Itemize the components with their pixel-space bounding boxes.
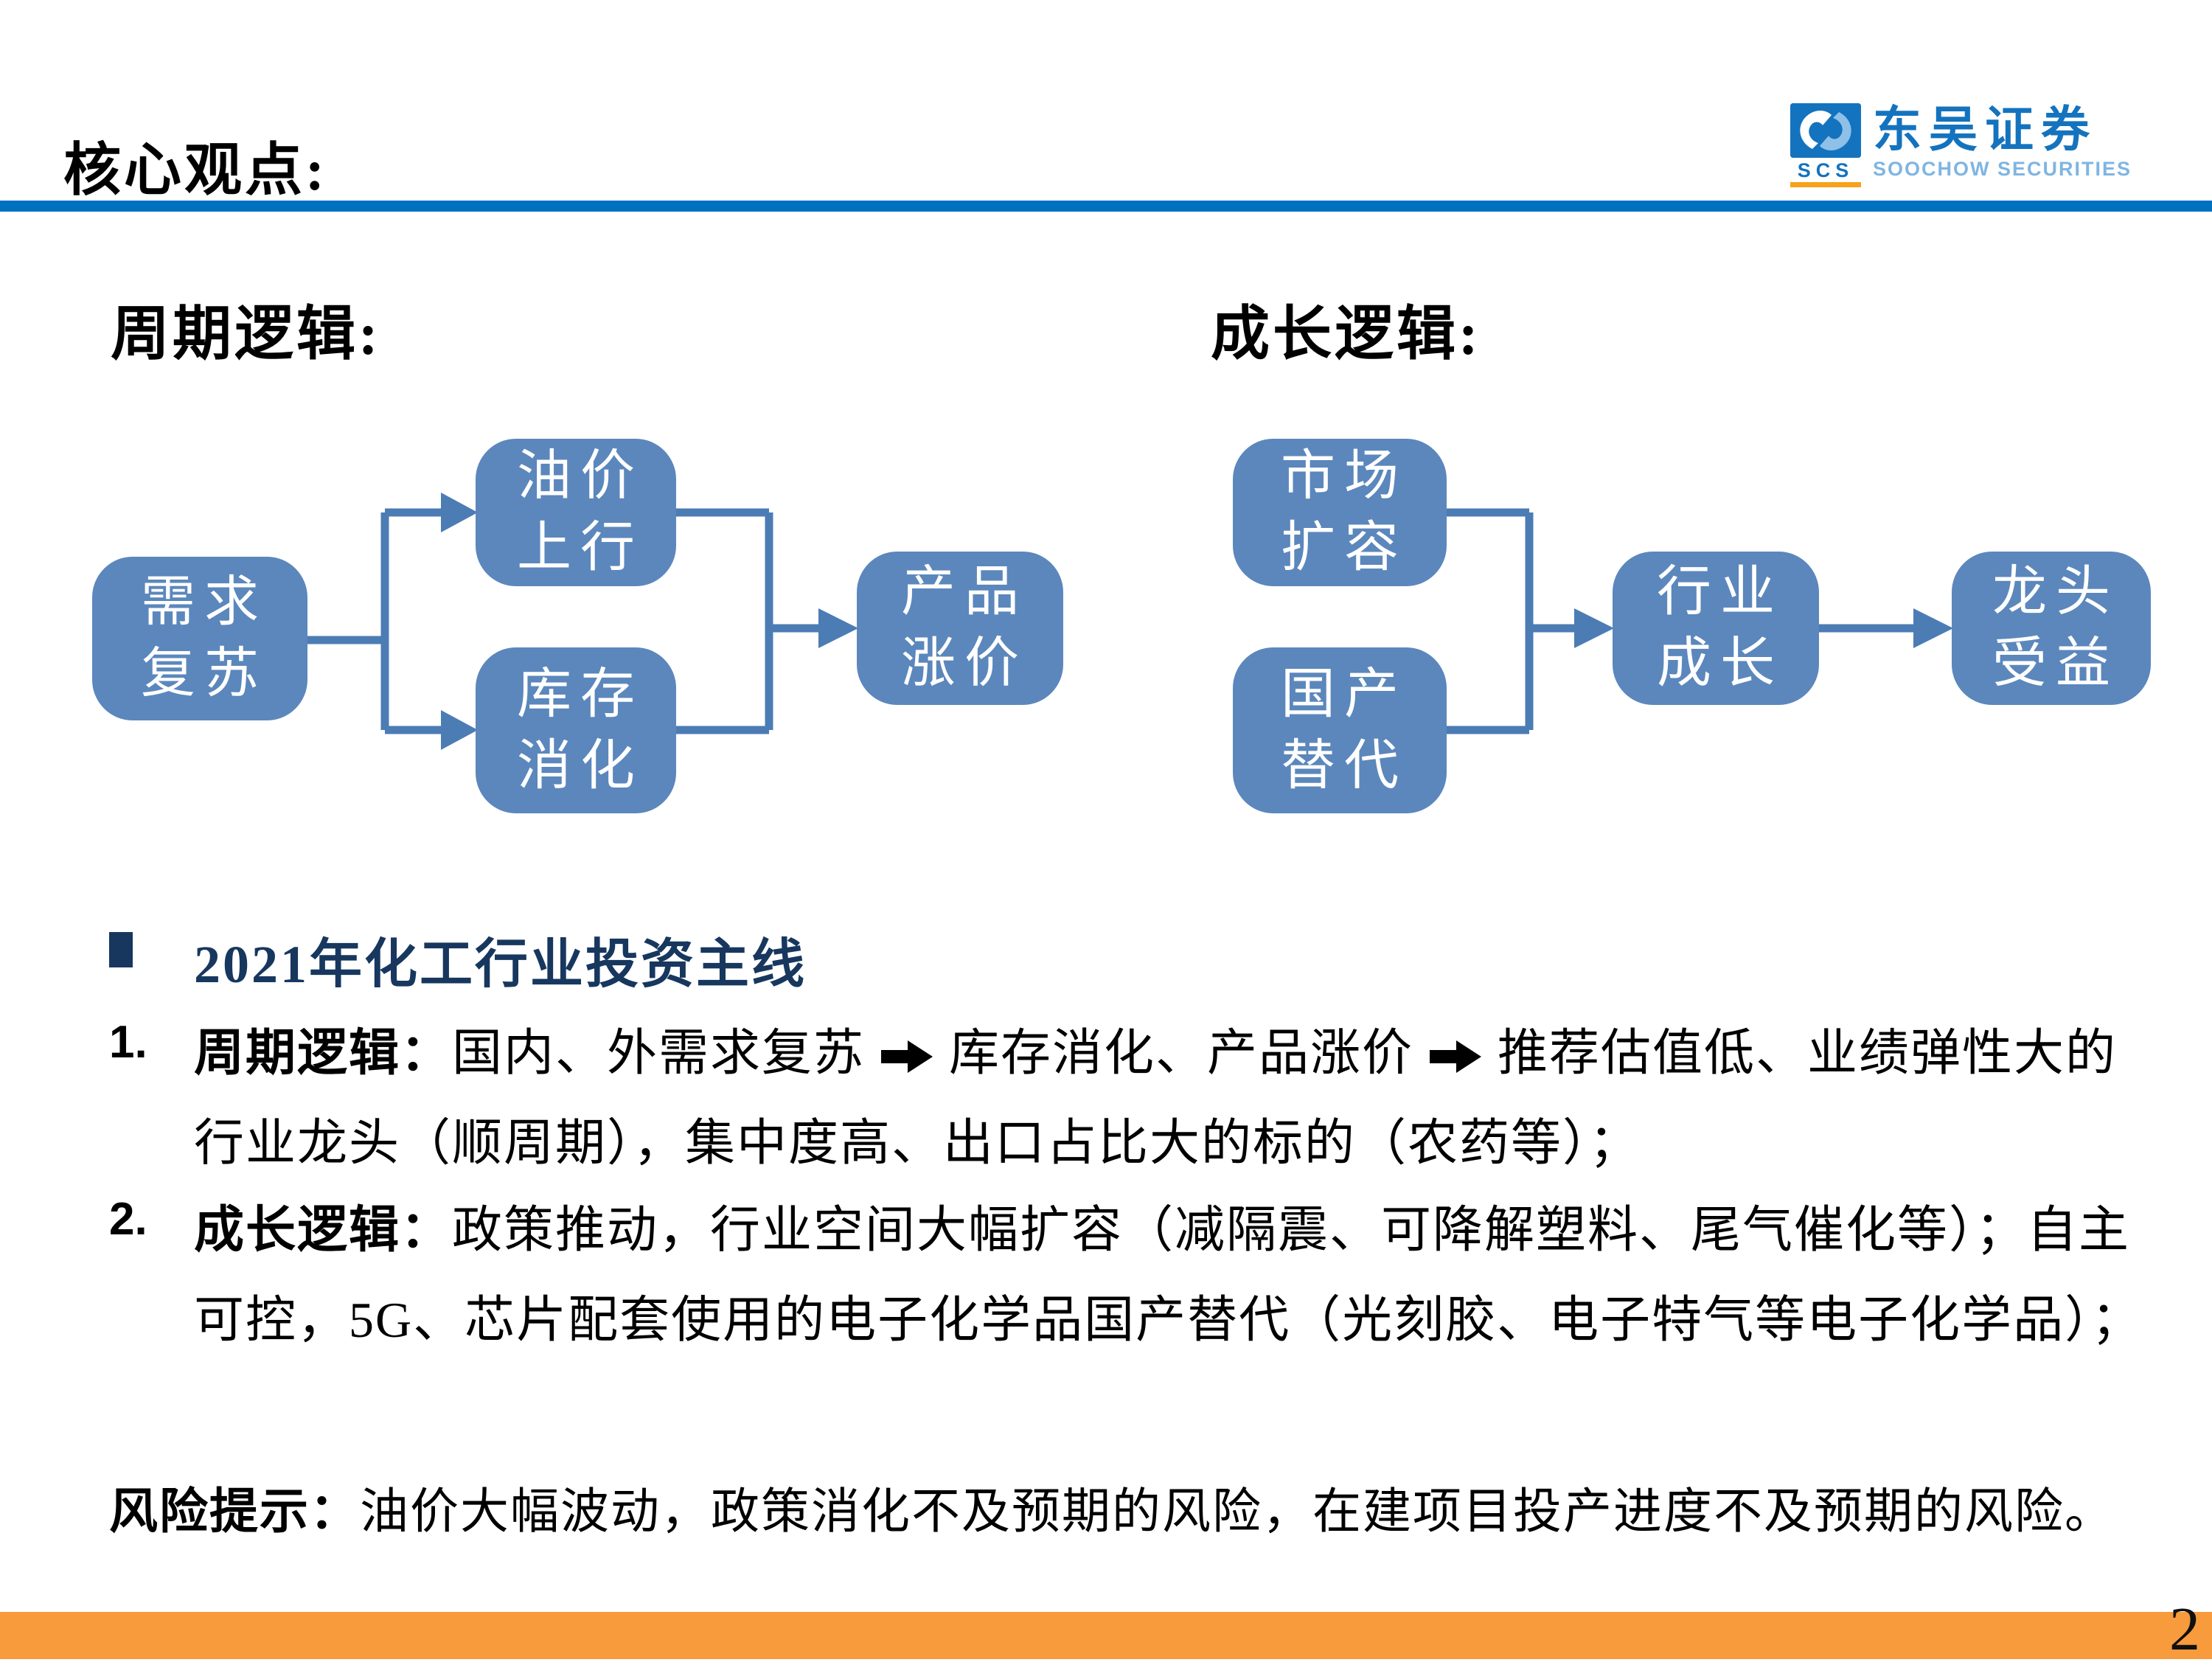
flow-box-label: 受益 [1992, 633, 2119, 694]
logo-mark: SCS [1790, 103, 1861, 187]
section-heading: 2021年化工行业投资主线 [194, 935, 807, 994]
logo-orange-underline [1790, 182, 1861, 187]
flow-box-industry-growth: 行业 成长 [1613, 552, 1819, 705]
logo-name-chinese: 东吴证券 [1873, 102, 2097, 156]
flow-box-oil-price-up: 油价 上行 [476, 439, 676, 586]
logo-scs-text: SCS [1797, 159, 1854, 181]
flow-box-label: 扩容 [1281, 518, 1408, 578]
flow-box-label: 复苏 [141, 644, 268, 704]
flow-box-label: 涨价 [901, 633, 1028, 694]
risk-warning-text: 油价大幅波动，政策消化不及预期的风险，在建项目投产进度不及预期的风险。 [360, 1485, 2115, 1539]
section-bullet-square [109, 932, 133, 967]
item-text: 可控，5G、芯片配套使用的电子化学品国产替代（光刻胶、电子特气等电子化学品）； [194, 1292, 2143, 1348]
flow-box-label: 库存 [517, 664, 644, 725]
header-divider [0, 201, 2212, 212]
flow-box-label: 消化 [517, 735, 644, 796]
page-title: 核心观点: [63, 138, 327, 202]
soochow-securities-logo: SCS 东吴证券 SOOCHOW SECURITIES [1790, 103, 2132, 187]
flow-box-label: 需求 [141, 572, 268, 633]
flowchart-connectors [307, 493, 1953, 750]
item-lead-label: 成长逻辑： [194, 1202, 453, 1258]
item-text: 库存消化、产品涨价 [949, 1025, 1414, 1081]
risk-warning: 风险提示：油价大幅波动，政策消化不及预期的风险，在建项目投产进度不及预期的风险。 [109, 1472, 2115, 1543]
right-arrow-icon [881, 1040, 933, 1073]
item-text: 推荐估值低、业绩弹性大的 [1498, 1025, 2118, 1081]
cycle-logic-heading: 周期逻辑: [111, 302, 381, 367]
item-text: 国内、外需求复苏 [452, 1025, 866, 1081]
logo-swirl-icon [1790, 103, 1861, 158]
flow-box-market-expansion: 市场 扩容 [1233, 439, 1447, 586]
flow-box-label: 市场 [1281, 446, 1408, 507]
flow-box-label: 上行 [517, 518, 644, 578]
item-lead-label: 周期逻辑： [194, 1025, 453, 1081]
footer-bar: 2 [0, 1595, 2212, 1664]
list-item-line: 可控，5G、芯片配套使用的电子化学品国产替代（光刻胶、电子特气等电子化学品）； [194, 1279, 2143, 1352]
list-item-line: 行业龙头（顺周期），集中度高、出口占比大的标的（农药等）； [194, 1102, 1641, 1175]
flow-box-label: 油价 [517, 446, 644, 507]
flow-box-label: 国产 [1281, 664, 1408, 725]
right-arrow-icon [1430, 1040, 1482, 1073]
flow-box-label: 行业 [1657, 562, 1784, 622]
list-item-line: 成长逻辑：政策推动，行业空间大幅扩容（减隔震、可降解塑料、尾气催化等）；自主 [194, 1189, 2130, 1262]
flow-box-inventory-digestion: 库存 消化 [476, 647, 676, 813]
flow-box-product-price-rise: 产品 涨价 [857, 552, 1063, 705]
logo-name-english: SOOCHOW SECURITIES [1873, 158, 2132, 180]
flow-box-domestic-substitution: 国产 替代 [1233, 647, 1447, 813]
flow-box-label: 成长 [1657, 633, 1784, 694]
list-item-number: 2. [109, 1194, 147, 1245]
page-number: 2 [2169, 1595, 2200, 1664]
list-item-line: 周期逻辑：国内、外需求复苏 库存消化、产品涨价 推荐估值低、业绩弹性大的 [194, 1012, 2117, 1085]
item-text: 政策推动，行业空间大幅扩容（减隔震、可降解塑料、尾气催化等）；自主 [452, 1202, 2131, 1258]
item-text: 行业龙头（顺周期），集中度高、出口占比大的标的（农药等）； [194, 1115, 1641, 1171]
flow-box-label: 龙头 [1992, 562, 2119, 622]
flow-box-label: 产品 [901, 562, 1028, 622]
list-item-number: 1. [109, 1017, 147, 1068]
risk-warning-lead: 风险提示： [109, 1485, 360, 1539]
growth-logic-heading: 成长逻辑: [1211, 302, 1481, 367]
flow-box-leader-benefit: 龙头 受益 [1952, 552, 2151, 705]
flow-box-demand-recovery: 需求 复苏 [92, 557, 307, 720]
flow-box-label: 替代 [1281, 735, 1408, 796]
